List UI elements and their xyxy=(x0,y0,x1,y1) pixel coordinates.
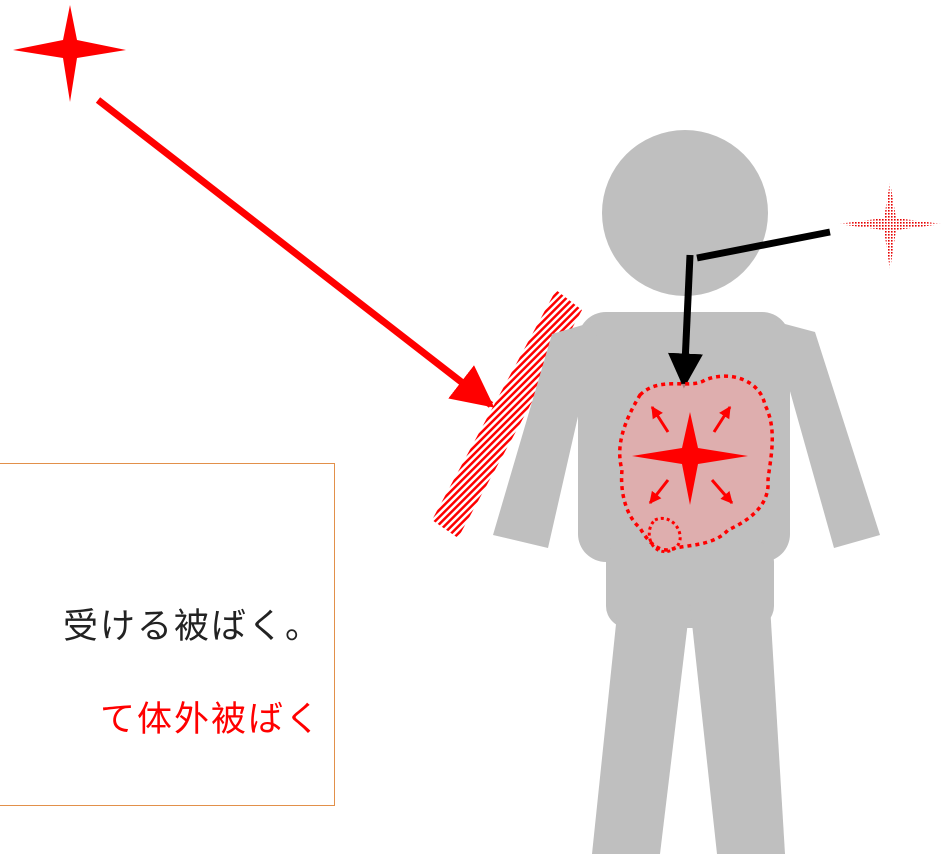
caption-line-1: 受ける被ばく。 xyxy=(63,598,322,649)
radiation-source-star-icon xyxy=(13,5,126,102)
caption-line-2: て体外被ばく xyxy=(100,691,322,742)
external-radiation-arrow xyxy=(98,100,491,405)
inhaled-source-star-icon xyxy=(838,182,942,270)
caption-box: 受ける被ばく。 て体外被ばく xyxy=(0,463,335,806)
